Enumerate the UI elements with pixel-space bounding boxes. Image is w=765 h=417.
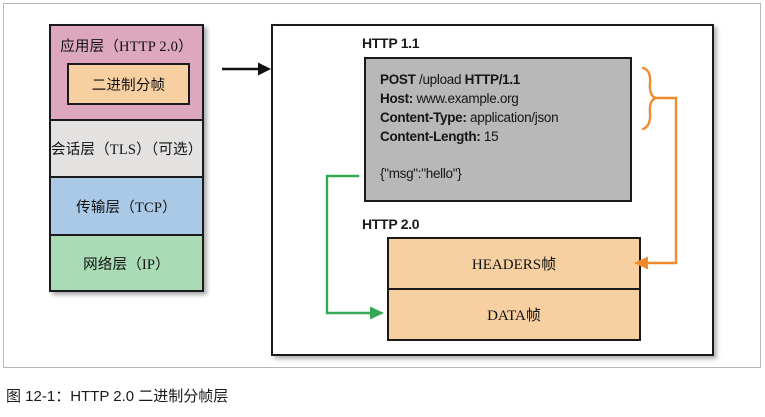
request-version: HTTP/1.1 (464, 72, 521, 87)
header-value-content-type: application/json (466, 110, 559, 125)
stack-layer-transport[interactable]: 传输层（TCP） (49, 176, 204, 234)
stack-layer-network-label: 网络层（IP） (83, 256, 170, 273)
request-header-content-length: Content-Length: 15 (380, 127, 630, 146)
header-name-content-length: Content-Length: (380, 129, 481, 144)
frame-data[interactable]: DATA帧 (387, 289, 641, 341)
header-value-content-length: 15 (480, 129, 499, 144)
frame-data-label: DATA帧 (487, 308, 541, 324)
header-value-host: www.example.org (413, 91, 519, 106)
figure-frame: 应用层（HTTP 2.0） 二进制分帧 会话层（TLS）（可选） 传输层（TCP… (3, 3, 761, 368)
stack-layer-network[interactable]: 网络层（IP） (49, 234, 204, 292)
stack-layer-session-label: 会话层（TLS）（可选） (51, 142, 203, 158)
request-header-content-type: Content-Type: application/json (380, 108, 630, 127)
http11-section-label: HTTP 1.1 (362, 35, 420, 51)
request-body-json: {"msg":"hello"} (380, 166, 462, 181)
request-method: POST (380, 72, 416, 87)
frame-headers-label: HEADERS帧 (471, 257, 557, 273)
http20-section-label: HTTP 2.0 (362, 216, 420, 232)
request-path: /upload (415, 72, 465, 87)
header-name-host: Host: (380, 91, 413, 106)
stack-layer-transport-label: 传输层（TCP） (76, 199, 177, 216)
request-line-start: POST /upload HTTP/1.1 (380, 70, 630, 89)
protocol-stack: 应用层（HTTP 2.0） 二进制分帧 会话层（TLS）（可选） 传输层（TCP… (49, 24, 204, 292)
binary-framing-box[interactable]: 二进制分帧 (67, 63, 190, 105)
stack-layer-application[interactable]: 应用层（HTTP 2.0） 二进制分帧 (49, 24, 204, 119)
frame-headers[interactable]: HEADERS帧 (387, 237, 641, 289)
header-name-content-type: Content-Type: (380, 110, 467, 125)
binary-framing-label: 二进制分帧 (91, 77, 166, 94)
http11-request-box: POST /upload HTTP/1.1 Host: www.example.… (364, 57, 632, 202)
request-header-host: Host: www.example.org (380, 89, 630, 108)
figure-caption: 图 12-1：HTTP 2.0 二进制分帧层 (6, 388, 229, 405)
stack-layer-application-label: 应用层（HTTP 2.0） (60, 39, 193, 55)
stack-layer-session[interactable]: 会话层（TLS）（可选） (49, 119, 204, 176)
